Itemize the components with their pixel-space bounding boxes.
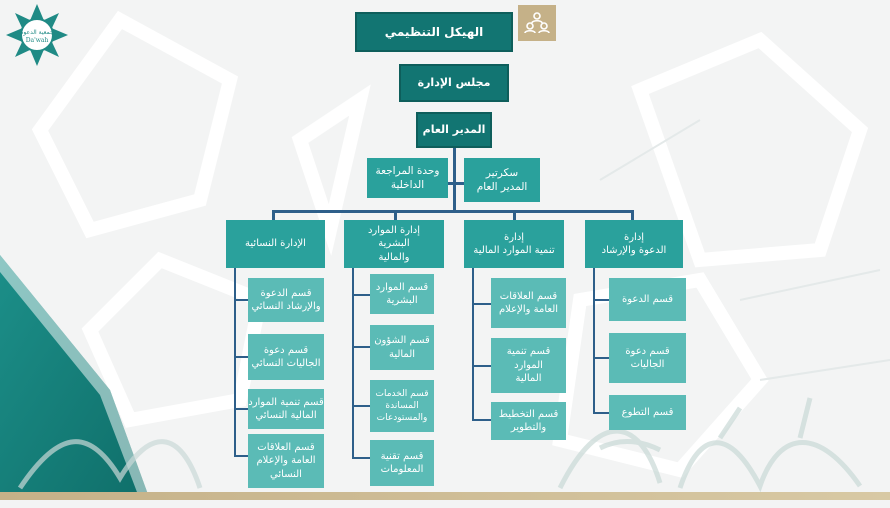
section-line: قسم الموارد [375,281,429,293]
section-connector [234,408,248,410]
section-connector [234,356,248,358]
org-structure-icon [518,5,556,41]
secretary-line: سكرتير [485,166,519,179]
department-line: إدارة الموارد البشرية [367,224,421,250]
section-spine [352,268,354,458]
department-dawah: إدارة الدعوة والإرشاد [585,220,683,268]
section-line: قسم دعوة [625,345,670,357]
secretary-box: سكرتير المدير العام [464,158,540,202]
section-spine [472,268,474,420]
section-connector [472,365,491,367]
section-box: قسم تنمية الموارد المالية النسائي [248,389,324,429]
section-box: قسم التخطيط والتطوير [491,402,566,440]
section-box: قسم الخدمات المساندة والمستودعات [370,380,434,432]
department-connector [631,210,634,222]
section-connector [593,299,609,301]
section-line: والإرشاد النسائي [251,301,321,312]
section-connector [234,455,248,457]
section-line: قسم التخطيط [498,408,559,420]
section-line: الجاليات [630,359,665,370]
section-line: الجاليات النسائي [251,358,321,369]
section-connector [352,346,370,348]
section-line: المساندة [385,400,419,411]
department-women: الإدارة النسائية [226,220,325,268]
organization-logo: جمعية الدعوة Da'wah [6,4,68,66]
board-box: مجلس الإدارة [399,64,509,102]
trunk-line [448,182,466,185]
section-spine [593,268,595,413]
section-box: قسم العلاقات العامة والإعلام النسائي [248,434,324,488]
section-line: قسم تنمية الموارد [248,396,324,408]
section-box: قسم تقنية المعلومات [370,440,434,486]
footer-bar [0,492,890,500]
section-spine [234,268,236,456]
department-line: تنمية الموارد المالية [473,245,555,256]
department-connector [272,210,275,222]
section-line: والتطوير [510,422,547,433]
section-connector [593,412,609,414]
section-box: قسم الموارد البشرية [370,274,434,314]
section-line: قسم تنمية الموارد [506,346,551,371]
section-line: البشرية [386,295,418,306]
section-box: قسم دعوة الجاليات النسائي [248,334,324,380]
section-line: المعلومات [380,464,424,475]
section-box: قسم دعوة الجاليات [609,333,686,383]
section-box: قسم الشؤون المالية [370,325,434,370]
section-line: قسم دعوة [263,344,309,356]
section-box: قسم تنمية الموارد المالية [491,338,566,393]
logo-latin-text: Da'wah [26,37,49,44]
section-connector [234,299,248,301]
section-line: المالية [388,348,416,360]
section-line: قسم العلاقات [499,290,558,302]
section-line: العامة والإعلام [256,455,316,467]
section-line: قسم تقنية [380,450,424,462]
section-box: قسم العلاقات العامة والإعلام [491,278,566,328]
general-manager-box: المدير العام [416,112,492,148]
department-hr-finance: إدارة الموارد البشرية والمالية [344,220,444,268]
section-line: النسائي [270,468,302,480]
section-line: العامة والإعلام [498,304,559,315]
section-connector [472,419,491,421]
trunk-line [453,148,456,212]
section-connector [352,405,370,407]
section-line: قسم الدعوة [622,293,673,305]
section-line: قسم الخدمات [375,388,429,399]
department-bus-line [272,210,634,213]
section-line: قسم الدعوة [260,287,312,299]
department-line: إدارة [623,231,645,243]
department-line: والمالية [378,251,410,263]
logo-arabic-text: جمعية الدعوة [20,29,54,36]
audit-unit-box: وحدة المراجعة الداخلية [367,158,448,198]
section-line: قسم التطوع [621,406,674,418]
section-box: قسم الدعوة [609,278,686,321]
section-box: قسم التطوع [609,395,686,430]
section-line: والمستودعات [376,413,428,424]
section-line: قسم العلاقات [257,441,315,453]
audit-line: الداخلية [390,179,425,191]
chart-title: الهيكل التنظيمي [355,12,513,52]
section-box: قسم الدعوة والإرشاد النسائي [248,278,324,322]
section-line: المالية [515,373,542,385]
section-line: قسم الشؤون [374,335,430,346]
department-financial-development: إدارة تنمية الموارد المالية [464,220,564,268]
department-connector [394,210,397,222]
calligraphy-watermark [17,397,863,493]
section-connector [593,357,609,359]
department-connector [513,210,516,222]
section-connector [352,457,370,459]
section-connector [472,303,491,305]
section-line: المالية النسائي [255,410,317,421]
department-line: الدعوة والإرشاد [601,245,667,256]
department-line: الإدارة النسائية [245,238,306,250]
section-connector [352,294,370,296]
audit-line: وحدة المراجعة [375,164,440,177]
department-line: إدارة [503,231,525,243]
secretary-line: المدير العام [476,181,528,193]
